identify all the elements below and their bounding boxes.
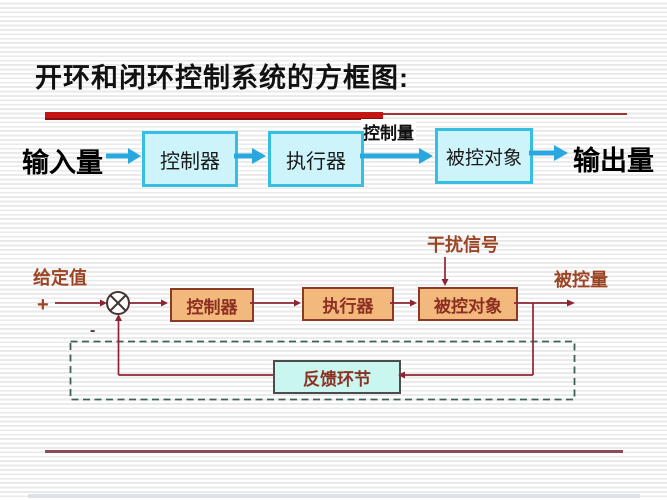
plus-sign: +: [37, 294, 49, 316]
feedback-block: 反馈环节: [273, 360, 401, 394]
bottom-maroon-rule: [45, 450, 623, 453]
controlled-quantity-label: 被控量: [554, 270, 608, 290]
page-title: 开环和闭环控制系统的方框图:: [35, 63, 409, 93]
closed-loop-actuator-block: 执行器: [302, 287, 394, 321]
red-accent-line: [383, 113, 627, 115]
minus-sign: -: [90, 322, 96, 339]
closed-loop-controller-block: 控制器: [170, 288, 254, 322]
red-accent-bar: [45, 112, 383, 120]
open-loop-plant-block: 被控对象: [435, 128, 533, 184]
bottom-accent-band: [28, 494, 640, 498]
disturbance-arrow: [441, 257, 449, 286]
control-quantity-label: 控制量: [361, 119, 416, 144]
setpoint-label: 给定值: [33, 268, 87, 288]
closed-loop-plant-block: 被控对象: [418, 287, 518, 321]
open-loop-controller-block: 控制器: [142, 131, 238, 187]
input-label: 输入量: [22, 148, 103, 178]
output-label: 输出量: [573, 146, 654, 176]
disturbance-label: 干扰信号: [427, 235, 499, 255]
summing-junction-icon: [106, 291, 130, 315]
open-loop-actuator-block: 执行器: [268, 131, 364, 187]
